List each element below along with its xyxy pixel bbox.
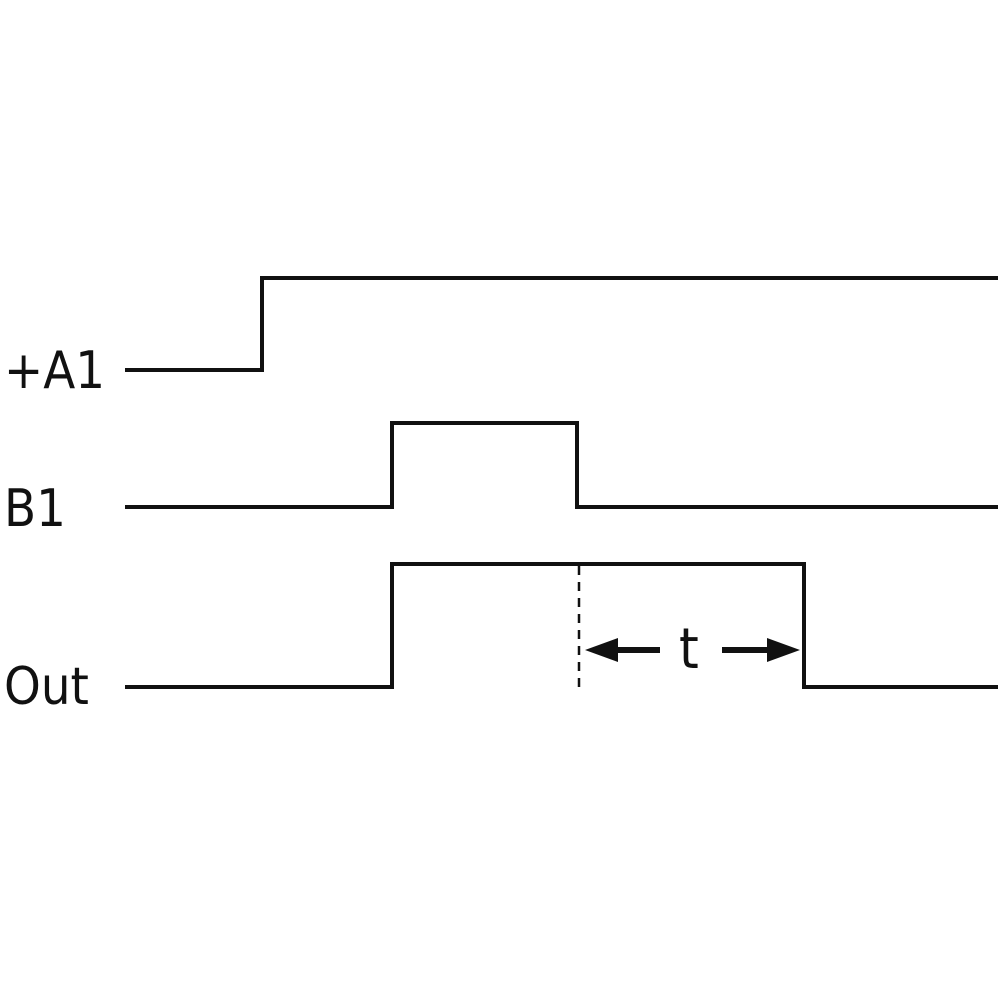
arrow-right-icon (722, 638, 800, 662)
signal-label-a1: +A1 (4, 341, 105, 401)
waveform-a1 (125, 276, 998, 372)
delay-time-label: t (679, 617, 699, 682)
signal-label-b1: B1 (4, 479, 66, 539)
arrow-left-icon (585, 638, 660, 662)
signal-label-out: Out (4, 657, 89, 717)
waveform-out (125, 562, 998, 689)
waveform-b1 (125, 421, 998, 509)
